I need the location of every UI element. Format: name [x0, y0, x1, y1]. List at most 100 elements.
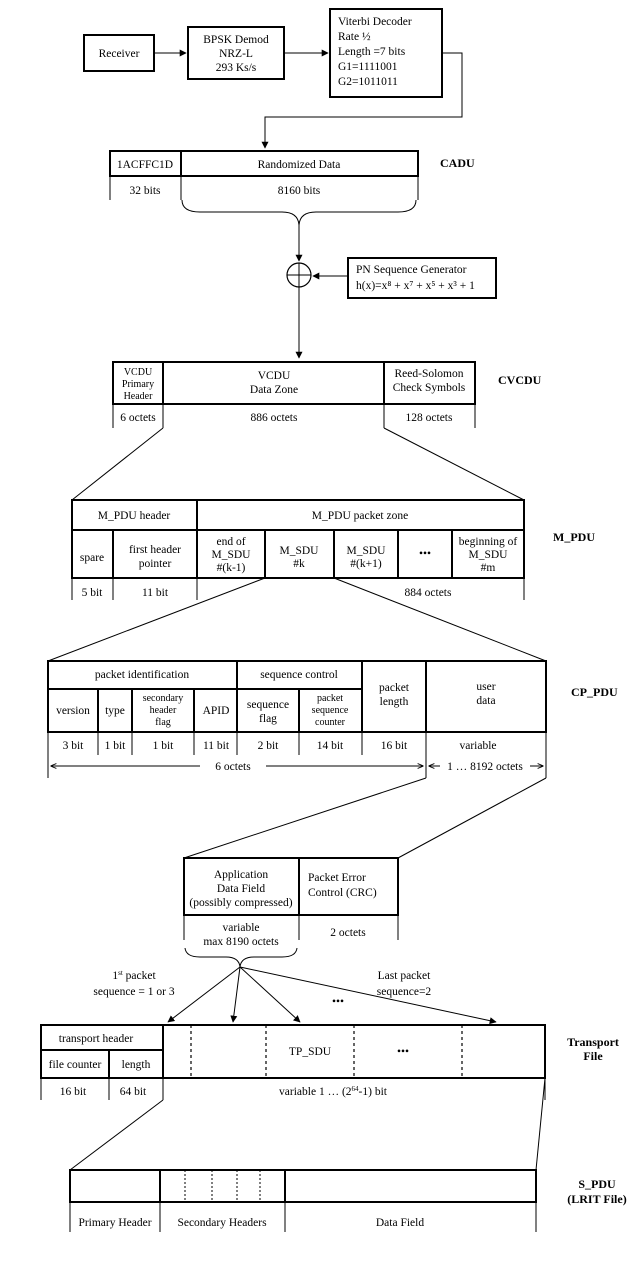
viterbi-line-2: Rate ½: [338, 31, 371, 43]
xor-symbol: [286, 262, 312, 288]
cppdu-span-right: 1 … 8192 octets: [447, 761, 523, 773]
mpdu-begin-1: beginning of: [459, 536, 518, 548]
zoom-line: [71, 427, 164, 501]
transport-length: length: [122, 1059, 151, 1071]
mpdu-end-2: M_SDU: [212, 549, 252, 561]
mpdu-spare: spare: [80, 552, 104, 564]
app-size-field-2: max 8190 octets: [203, 936, 279, 948]
demod-line-3: 293 Ks/s: [216, 62, 257, 74]
zoom-line: [183, 777, 427, 859]
cppdu-size-shf: 1 bit: [153, 740, 175, 752]
cvcdu-size-zone: 886 octets: [251, 412, 298, 424]
mpdu-sdu-k1-1: M_SDU: [347, 545, 387, 557]
pn-polynomial: h(x)=x⁸ + x⁷ + x⁵ + x³ + 1: [356, 280, 475, 292]
cppdu-size-apid: 11 bit: [203, 740, 230, 752]
viterbi-line-1: Viterbi Decoder: [338, 16, 412, 28]
spdu-label-1: S_PDU: [578, 1177, 616, 1191]
cppdu-ssc-1: packet: [317, 693, 343, 704]
cppdu-span-left: 6 octets: [215, 761, 251, 773]
mpdu-end-3: #(k-1): [217, 562, 246, 574]
cppdu-size-type: 1 bit: [105, 740, 127, 752]
transport-variable: variable 1 … (264-1) bit: [279, 1085, 388, 1098]
cadu-brace: [181, 199, 417, 226]
cvcdu-label: CVCDU: [498, 373, 542, 387]
zoom-line: [397, 777, 547, 859]
mpdu-zone-title: M_PDU packet zone: [312, 510, 408, 522]
cppdu-version: version: [56, 705, 90, 717]
cvcdu-header-1: VCDU: [124, 367, 153, 378]
cppdu-shf-2: header: [150, 705, 177, 716]
transport-tpsdu: TP_SDU: [289, 1046, 332, 1058]
receiver-label: Receiver: [99, 48, 140, 60]
cppdu-frame: packet identification sequence control p…: [47, 660, 547, 778]
seq-first-2: sequence = 1 or 3: [93, 986, 174, 998]
zoom-line: [47, 577, 266, 662]
cadu-label: CADU: [440, 156, 475, 170]
mpdu-size-zone: 884 octets: [405, 587, 452, 599]
mpdu-header-title: M_PDU header: [98, 510, 171, 522]
app-crc-1: Packet Error: [308, 872, 366, 884]
cadu-randomized-data: Randomized Data: [258, 159, 341, 171]
seq-dots: •••: [332, 996, 344, 1008]
seq-last-1: Last packet: [378, 970, 431, 982]
pn-title: PN Sequence Generator: [356, 264, 467, 276]
cvcdu-rs-2: Check Symbols: [393, 382, 466, 394]
mpdu-begin-2: M_SDU: [469, 549, 509, 561]
cvcdu-header-3: Header: [124, 391, 154, 402]
demod-line-2: NRZ-L: [219, 48, 253, 60]
cppdu-plen-1: packet: [379, 682, 410, 694]
app-brace: [184, 947, 298, 968]
spdu-primary: Primary Header: [78, 1217, 151, 1229]
app-size-field-1: variable: [222, 922, 259, 934]
mpdu-fhp-2: pointer: [139, 558, 172, 570]
receiver-block: Receiver: [83, 34, 155, 72]
mpdu-sdu-k-2: #k: [293, 558, 305, 570]
cvcdu-zone-2: Data Zone: [250, 384, 298, 396]
transport-label-1: Transport: [567, 1035, 619, 1049]
mpdu-sdu-k1-2: #(k+1): [350, 558, 382, 570]
zoom-line: [383, 427, 525, 501]
viterbi-block: Viterbi Decoder Rate ½ Length =7 bits G1…: [329, 8, 443, 98]
cppdu-size-version: 3 bit: [63, 740, 85, 752]
cadu-sync-marker: 1ACFFC1D: [117, 159, 173, 171]
cppdu-ssc-2: sequence: [312, 705, 349, 716]
mpdu-label: M_PDU: [553, 530, 595, 544]
cppdu-shf-1: secondary: [143, 693, 184, 704]
transport-file-counter: file counter: [49, 1059, 102, 1071]
mpdu-size-fhp: 11 bit: [142, 587, 169, 599]
seq-first-1: 1st packet: [112, 969, 156, 982]
cppdu-sflag-2: flag: [259, 713, 277, 725]
demod-block: BPSK Demod NRZ-L 293 Ks/s: [187, 26, 285, 80]
cvcdu-zone-1: VCDU: [258, 370, 291, 382]
cppdu-size-udata: variable: [459, 740, 496, 752]
cppdu-udata-1: user: [476, 681, 495, 693]
app-field-1: Application: [214, 869, 269, 881]
cadu-frame: 1ACFFC1D Randomized Data 32 bits 8160 bi…: [109, 150, 419, 200]
cvcdu-size-rs: 128 octets: [406, 412, 453, 424]
mpdu-frame: M_PDU header M_PDU packet zone spare fir…: [71, 499, 525, 600]
spdu-label-2: (LRIT File): [567, 1192, 626, 1206]
mpdu-begin-3: #m: [481, 562, 496, 574]
cppdu-apid: APID: [203, 705, 230, 717]
mpdu-size-spare: 5 bit: [82, 587, 104, 599]
mpdu-ellipsis: •••: [419, 548, 431, 560]
transport-file: transport header file counter length TP_…: [40, 1024, 546, 1100]
cppdu-shf-3: flag: [155, 717, 171, 728]
mpdu-end-1: end of: [216, 536, 245, 548]
cppdu-type: type: [105, 705, 125, 717]
app-crc-2: Control (CRC): [308, 887, 377, 899]
transport-header: transport header: [59, 1033, 134, 1045]
viterbi-line-3: Length =7 bits: [338, 46, 406, 58]
cppdu-ssc-3: counter: [315, 717, 346, 728]
transport-dots: •••: [397, 1046, 409, 1058]
transport-size-counter: 16 bit: [60, 1086, 87, 1098]
cppdu-label: CP_PDU: [571, 685, 618, 699]
app-field-3: (possibly compressed): [189, 897, 292, 909]
app-field-2: Data Field: [217, 883, 265, 895]
cvcdu-frame: VCDU Primary Header VCDU Data Zone Reed-…: [112, 361, 476, 428]
cvcdu-header-2: Primary: [122, 379, 154, 390]
app-packet: Application Data Field (possibly compres…: [183, 857, 399, 948]
cvcdu-rs-1: Reed-Solomon: [395, 368, 464, 380]
zoom-line: [535, 1077, 546, 1171]
